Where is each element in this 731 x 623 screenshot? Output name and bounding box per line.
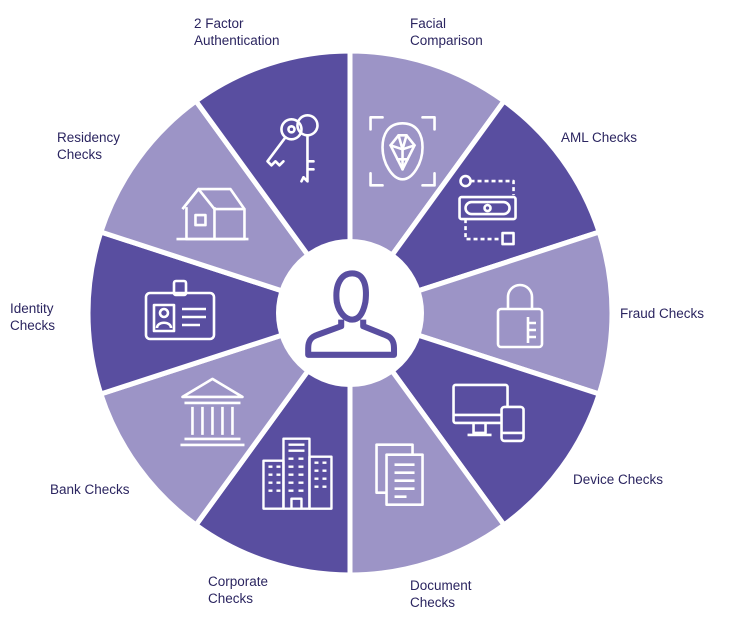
label-aml-checks: AML Checks [561, 130, 638, 145]
label-fraud-checks: Fraud Checks [620, 306, 705, 321]
segment-identity-checks [85, 228, 359, 398]
label-device-checks: Device Checks [573, 472, 664, 487]
segment-bank-checks [97, 308, 357, 529]
segment-residency-checks [97, 97, 357, 318]
segment-document-checks [347, 305, 508, 578]
segment-fraud-checks [341, 228, 615, 398]
label-bank-checks: Bank Checks [50, 482, 130, 497]
segment-facial-comparison [347, 48, 508, 321]
hub-circle [276, 239, 424, 387]
segment-aml-checks [343, 97, 603, 318]
segment-device-checks [343, 308, 603, 529]
